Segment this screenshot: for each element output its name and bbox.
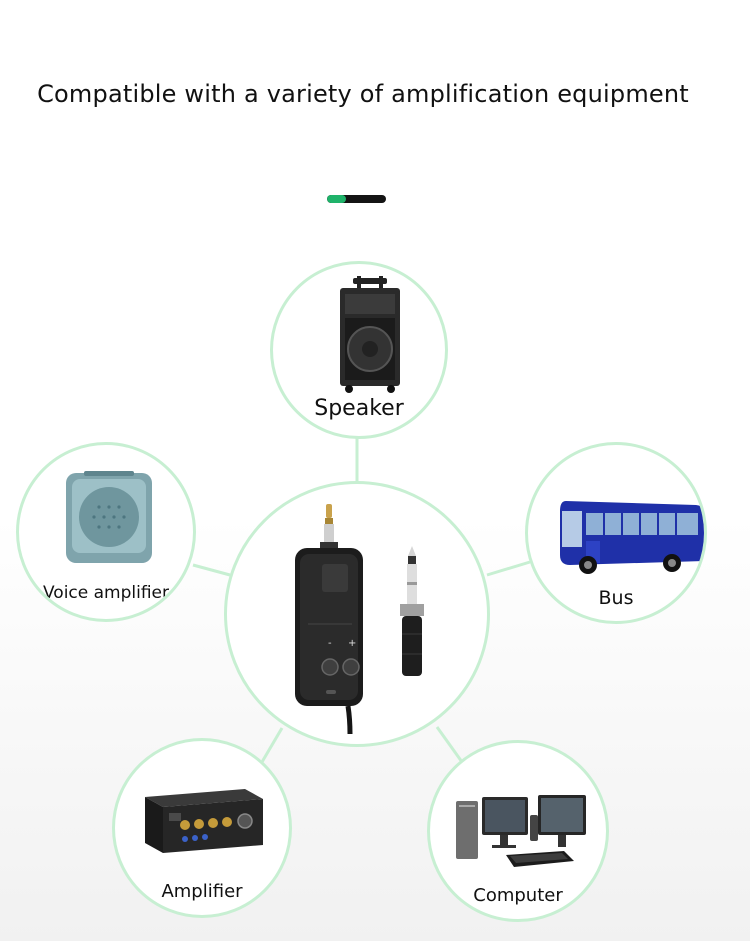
bus-image <box>560 501 704 574</box>
amplifier-image <box>145 789 263 853</box>
voice-amplifier-image <box>66 471 152 563</box>
device-circle-bus: Bus <box>525 442 707 624</box>
connector-bus <box>486 560 531 577</box>
device-circle-amplifier: Amplifier <box>112 738 292 918</box>
device-label-amplifier: Amplifier <box>161 881 243 902</box>
connector-computer <box>435 726 464 763</box>
computer-image <box>456 795 586 867</box>
device-circle-speaker: Speaker <box>270 261 448 439</box>
speaker-image <box>340 276 400 393</box>
page-title: Compatible with a variety of amplificati… <box>37 80 689 108</box>
device-label-voice-amplifier: Voice amplifier <box>42 583 169 603</box>
device-label-bus: Bus <box>598 587 634 609</box>
device-circle-center: - + <box>224 481 490 747</box>
device-label-computer: Computer <box>473 885 563 906</box>
wireless-transmitter-image: - + <box>295 504 424 734</box>
device-circle-computer: Computer <box>427 740 609 922</box>
device-label-speaker: Speaker <box>314 396 404 421</box>
connector-amplifier <box>260 727 284 763</box>
svg-text:-: - <box>328 638 332 649</box>
connector-voice-amplifier <box>192 563 231 577</box>
carousel-indicator-fill <box>327 195 347 203</box>
svg-text:+: + <box>348 638 356 649</box>
carousel-indicator[interactable] <box>327 195 386 203</box>
device-circle-voice-amplifier: Voice amplifier <box>16 442 196 622</box>
